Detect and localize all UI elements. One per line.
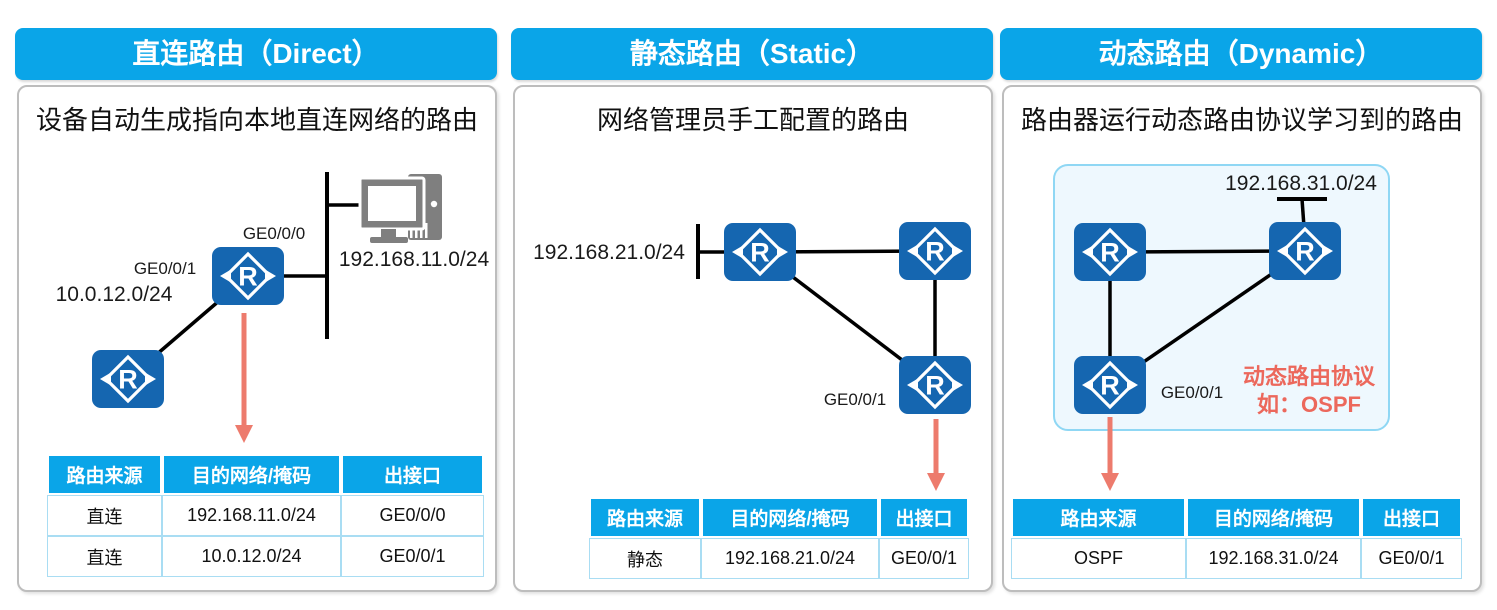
panel-static-title: 静态路由（Static） xyxy=(511,28,993,80)
router-icon xyxy=(1072,354,1148,416)
panel-direct-title: 直连路由（Direct） xyxy=(15,28,497,80)
protocol-note: 动态路由协议 如：OSPF xyxy=(1243,363,1375,419)
route-table-static: 路由来源 目的网络/掩码 出接口 静态 192.168.21.0/24 GE0/… xyxy=(589,497,969,579)
table-cell: GE0/0/1 xyxy=(341,536,484,577)
table-cell: 192.168.11.0/24 xyxy=(162,495,341,536)
network-label-left: 10.0.12.0/24 xyxy=(55,283,173,306)
table-cell: GE0/0/1 xyxy=(879,538,969,579)
network-label-top: 192.168.31.0/24 xyxy=(1225,172,1377,195)
table-header-cell: 出接口 xyxy=(341,454,484,495)
table-cell: GE0/0/1 xyxy=(1361,538,1462,579)
panel-direct-topology xyxy=(90,172,442,443)
table-header-cell: 路由来源 xyxy=(47,454,162,495)
table-header-cell: 目的网络/掩码 xyxy=(701,497,879,538)
table-cell: 静态 xyxy=(589,538,701,579)
panel-direct-description: 设备自动生成指向本地直连网络的路由 xyxy=(35,105,478,135)
interface-label-ge000: GE0/0/0 xyxy=(242,224,306,243)
router-icon xyxy=(90,348,166,410)
interface-label-ge001: GE0/0/1 xyxy=(823,390,887,409)
route-table-dynamic: 路由来源 目的网络/掩码 出接口 OSPF 192.168.31.0/24 GE… xyxy=(1011,497,1462,579)
protocol-note-line1: 动态路由协议 xyxy=(1242,364,1376,389)
down-arrow-icon xyxy=(927,419,945,491)
router-icon xyxy=(897,220,973,282)
panel-static-topology xyxy=(696,220,973,491)
route-table-direct: 路由来源 目的网络/掩码 出接口 直连 192.168.11.0/24 GE0/… xyxy=(47,454,484,577)
table-cell: 10.0.12.0/24 xyxy=(162,536,341,577)
router-icon xyxy=(1267,220,1343,282)
panel-dynamic-topology xyxy=(1053,164,1390,491)
panel-dynamic-description: 路由器运行动态路由协议学习到的路由 xyxy=(1020,105,1463,135)
panel-direct-body: 设备自动生成指向本地直连网络的路由 xyxy=(17,85,497,592)
panel-dynamic-title: 动态路由（Dynamic） xyxy=(1000,28,1482,80)
panel-static: 静态路由（Static） 网络管理员手工配置的路由 1 xyxy=(511,0,993,610)
table-header-cell: 目的网络/掩码 xyxy=(1186,497,1361,538)
router-icon xyxy=(722,221,798,283)
panel-direct: 直连路由（Direct） 设备自动生成指向本地直连网络的路由 xyxy=(15,0,497,610)
table-header-cell: 出接口 xyxy=(1361,497,1462,538)
table-cell: 直连 xyxy=(47,536,162,577)
protocol-note-line2: 如：OSPF xyxy=(1257,392,1361,417)
table-header-cell: 路由来源 xyxy=(589,497,701,538)
router-icon xyxy=(897,354,973,416)
network-label-right: 192.168.11.0/24 xyxy=(338,248,490,271)
table-cell: GE0/0/0 xyxy=(341,495,484,536)
panel-static-body: 网络管理员手工配置的路由 192.168.21.0/24 GE0 xyxy=(513,85,993,592)
down-arrow-icon xyxy=(235,313,253,443)
network-label-left: 192.168.21.0/24 xyxy=(533,241,685,264)
interface-label-ge001: GE0/0/1 xyxy=(1160,383,1224,402)
interface-label-ge001: GE0/0/1 xyxy=(133,259,197,278)
router-icon xyxy=(1072,221,1148,283)
table-header-cell: 出接口 xyxy=(879,497,969,538)
table-cell: 直连 xyxy=(47,495,162,536)
table-cell: 192.168.31.0/24 xyxy=(1186,538,1361,579)
table-cell: 192.168.21.0/24 xyxy=(701,538,879,579)
down-arrow-icon xyxy=(1101,417,1119,491)
router-icon xyxy=(210,245,286,307)
panel-dynamic-body: 路由器运行动态路由协议学习到的路由 192.168.31. xyxy=(1002,85,1482,592)
table-header-cell: 路由来源 xyxy=(1011,497,1186,538)
table-header-cell: 目的网络/掩码 xyxy=(162,454,341,495)
table-cell: OSPF xyxy=(1011,538,1186,579)
pc-icon xyxy=(358,174,442,243)
panel-dynamic: 动态路由（Dynamic） 路由器运行动态路由协议学习到的路由 xyxy=(1000,0,1482,610)
panel-static-description: 网络管理员手工配置的路由 xyxy=(596,105,909,135)
